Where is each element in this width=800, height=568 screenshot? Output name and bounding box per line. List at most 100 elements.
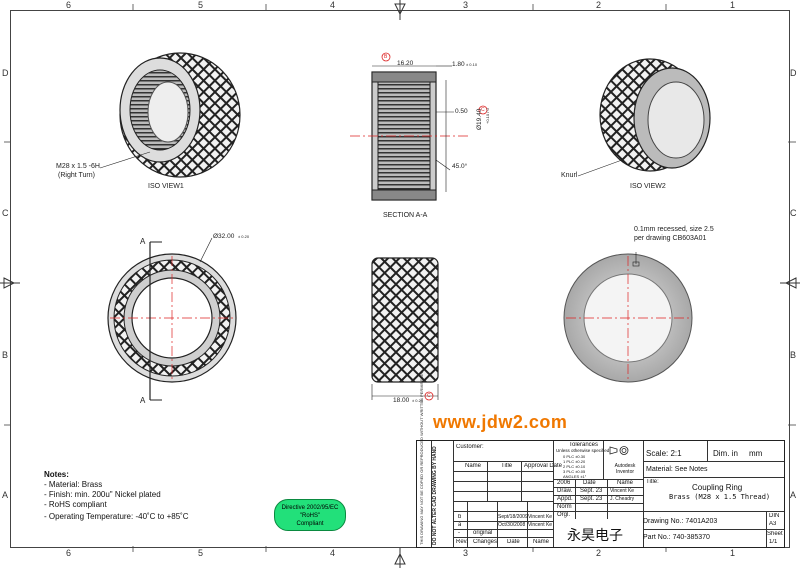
material-label: Material: See Notes — [646, 466, 708, 473]
note-rohs: - RoHS compliant — [44, 500, 107, 509]
zone-top-5: 5 — [198, 0, 204, 10]
dim-outer-tol: ± 0.20 — [238, 234, 250, 239]
date-row-3-a: Norm — [557, 504, 572, 510]
date-row-0-c: Name — [617, 480, 634, 486]
zone-bottom-6: 6 — [66, 548, 72, 558]
dim-width-marker: B — [384, 54, 388, 60]
rev-header-rev: Rev. — [456, 539, 468, 545]
zone-bottom-1: 1 — [730, 548, 736, 558]
dim-outer: Ø32.00 — [213, 233, 235, 240]
date-row-1-c: Vincent Ke — [610, 488, 635, 494]
title-label: Title: — [646, 479, 659, 485]
title-line2: Brass (M28 x 1.5 Thread) — [669, 493, 771, 501]
tolerance-row-0: 0 PLC ±0.30 — [563, 454, 586, 459]
tolerance-row-4: ANGLES ±1° — [563, 474, 587, 479]
zone-top-1: 1 — [730, 0, 736, 10]
zone-left-b: B — [2, 350, 9, 360]
dim-length-marker: C — [427, 393, 431, 399]
projection-symbol — [609, 444, 631, 456]
company-name: 永昊电子 — [567, 527, 623, 543]
part-number: Part No.: 740-385370 — [643, 534, 710, 541]
col-title: Title — [501, 463, 513, 469]
tolerance-sub: Unless otherwise specified — [556, 448, 610, 453]
col-approval: Approval Date — [524, 463, 563, 469]
rev-b-id: b — [458, 514, 462, 520]
side-view — [371, 257, 439, 401]
customer-label: Customer: — [456, 444, 484, 450]
date-row-2-b: Sept. 23 — [580, 496, 603, 502]
watermark-url: www.jdw2.com — [433, 412, 568, 432]
warning-cad-text: DO NOT ALTER CAD DRAWING BY HAND — [432, 446, 438, 545]
date-row-4-a: Orgl. — [557, 512, 571, 518]
zone-left-d: D — [2, 68, 9, 78]
warning-small-text: THIS DRAWING MAY NOT BE COPIED OR REPROD… — [419, 371, 424, 545]
dim-recess-marker: C — [481, 107, 485, 113]
tolerance-row-3: 3 PLC ±0.05 — [563, 469, 586, 474]
date-row-2-a: Appd. — [557, 496, 573, 502]
dim-length: 18.00 — [393, 397, 410, 404]
dim-angle: 45.0° — [452, 163, 468, 170]
zone-bottom-4: 4 — [330, 548, 336, 558]
col-name: Name — [465, 463, 482, 469]
note-temperature: - Operating Temperature: -40˚C to +85˚C — [44, 512, 189, 521]
iso-view-1 — [99, 52, 241, 178]
thread-callout-line1: M28 x 1.5 -6H — [56, 163, 100, 170]
zone-top-4: 4 — [330, 0, 336, 10]
rev-a-date: Oct/30/2008 — [498, 522, 526, 528]
zone-top-2: 2 — [596, 0, 602, 10]
rohs-badge: Directive 2002/95/EC "RoHS" Compliant — [274, 499, 346, 531]
dim-unit: mm — [749, 449, 763, 458]
dim-width: 16.20 — [397, 60, 414, 67]
zone-top-6: 6 — [66, 0, 72, 10]
sheet-size: A3 — [769, 521, 777, 527]
zone-right-b: B — [790, 350, 797, 360]
rohs-line3: Compliant — [296, 521, 324, 527]
title-block: THIS DRAWING MAY NOT BE COPIED OR REPROD… — [416, 372, 785, 548]
section-marker-top: A — [140, 237, 146, 246]
photo-view — [563, 252, 693, 383]
date-row-1-b: Sept. 23 — [580, 488, 603, 494]
rev-header-date: Date — [507, 539, 520, 545]
zone-top-3: 3 — [463, 0, 469, 10]
dim-top-right-tol: ± 0.10 — [466, 62, 478, 67]
din-label: DIN — [769, 513, 780, 519]
date-row-2-c: J. Cheadry — [610, 496, 635, 502]
title-line1: Coupling Ring — [692, 483, 743, 492]
rev-a-id: a — [458, 522, 462, 528]
rev-header-name: Name — [533, 539, 550, 545]
rohs-line2: "RoHS" — [299, 513, 321, 519]
date-row-0-b: Date — [583, 480, 596, 486]
tolerance-row-2: 2 PLC ±0.10 — [563, 464, 586, 469]
section-a-a — [350, 52, 488, 201]
zone-left-c: C — [2, 208, 9, 218]
zone-right-d: D — [790, 68, 797, 78]
note-material: - Material: Brass — [44, 480, 103, 489]
tolerance-row-1: 1 PLC ±0.20 — [563, 459, 586, 464]
tolerance-title: Tolerances — [569, 442, 599, 448]
rev-orig-change: original — [473, 530, 493, 536]
dim-bore: Ø19.40 — [476, 108, 483, 130]
zone-bottom-5: 5 — [198, 548, 204, 558]
date-row-0-a: 2006 — [557, 480, 571, 486]
date-row-1-a: Draw. — [557, 488, 573, 494]
iso-view-2 — [577, 58, 711, 177]
zone-bottom-2: 2 — [596, 548, 602, 558]
recess-note-line1: 0.1mm recessed, size 2.5 — [634, 226, 714, 233]
knurl-callout: Knurl — [561, 172, 578, 179]
dim-bore-tol: +0.10 / 0 — [485, 108, 490, 124]
zone-bottom-3: 3 — [463, 548, 469, 558]
software-label: Autodesk Inventor — [614, 463, 636, 475]
section-marker-bottom: A — [140, 396, 146, 405]
front-view — [107, 237, 237, 401]
iso-view-2-label: ISO VIEW2 — [630, 183, 666, 190]
notes-title: Notes: — [44, 470, 69, 479]
zone-right-c: C — [790, 208, 797, 218]
notes-block: Notes: - Material: Brass - Finish: min. … — [44, 470, 189, 522]
rohs-line1: Directive 2002/95/EC — [281, 505, 339, 511]
scale-label: Scale: 2:1 — [646, 449, 682, 458]
sheet-label: Sheet — [767, 531, 783, 537]
thread-callout-line2: (Right Turn) — [58, 172, 95, 179]
sheet-number: 1/1 — [769, 539, 778, 545]
